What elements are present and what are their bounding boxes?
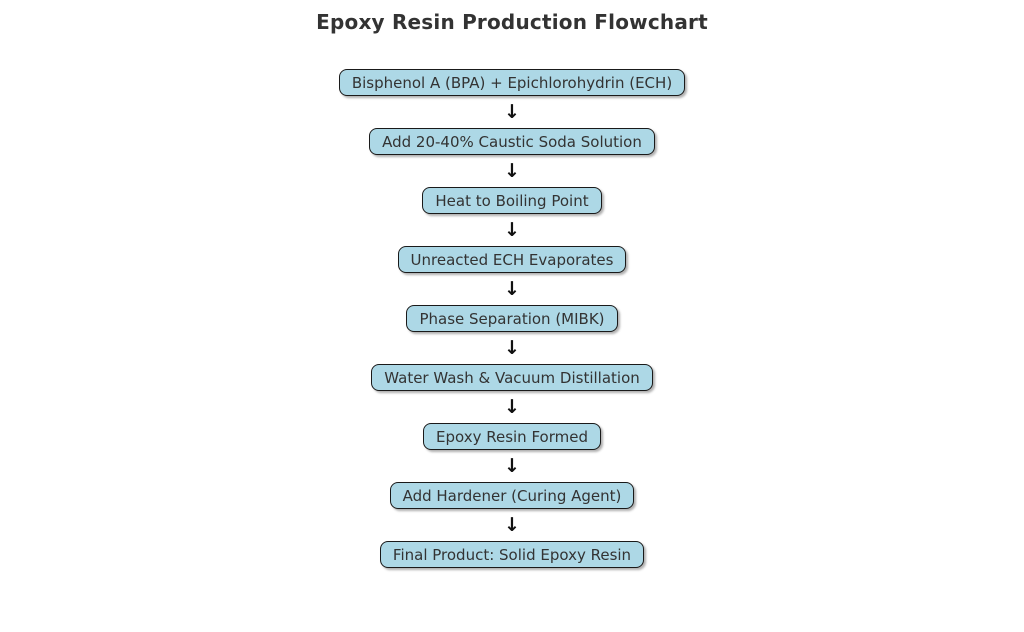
- flow-node-resin-formed: Epoxy Resin Formed: [422, 423, 601, 450]
- flow-node-caustic-soda: Add 20-40% Caustic Soda Solution: [369, 128, 655, 155]
- down-arrow-icon: ↓: [504, 159, 520, 182]
- down-arrow-icon: ↓: [504, 513, 520, 536]
- down-arrow-icon: ↓: [504, 100, 520, 123]
- down-arrow-icon: ↓: [504, 277, 520, 300]
- page-title: Epoxy Resin Production Flowchart: [316, 10, 708, 34]
- flow-node-hardener: Add Hardener (Curing Agent): [389, 482, 635, 509]
- flow-node-water-wash: Water Wash & Vacuum Distillation: [371, 364, 653, 391]
- flow-node-phase-separation: Phase Separation (MIBK): [406, 305, 618, 332]
- down-arrow-icon: ↓: [504, 218, 520, 241]
- down-arrow-icon: ↓: [504, 395, 520, 418]
- down-arrow-icon: ↓: [504, 454, 520, 477]
- down-arrow-icon: ↓: [504, 336, 520, 359]
- flow-node-final-product: Final Product: Solid Epoxy Resin: [379, 541, 645, 568]
- flowchart: Bisphenol A (BPA) + Epichlorohydrin (ECH…: [0, 69, 1024, 568]
- flow-node-heat: Heat to Boiling Point: [422, 187, 602, 214]
- flow-node-bpa-ech: Bisphenol A (BPA) + Epichlorohydrin (ECH…: [338, 69, 686, 96]
- flow-node-ech-evaporates: Unreacted ECH Evaporates: [397, 246, 627, 273]
